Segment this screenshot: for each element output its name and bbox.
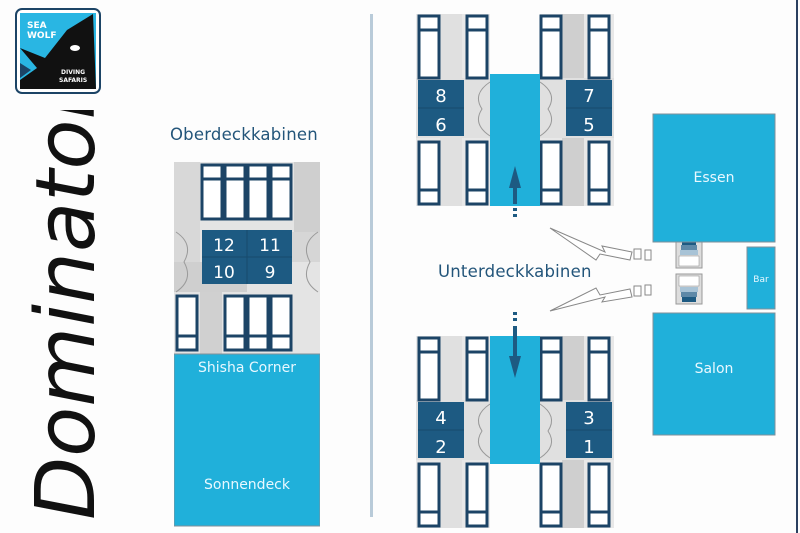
stairs-down-icon xyxy=(675,273,703,305)
cabin-3: 3 xyxy=(583,408,594,429)
logo-text-diving: DIVING xyxy=(61,69,85,76)
upper-berths-bottom xyxy=(175,294,293,352)
sun-deck-area xyxy=(174,353,320,527)
section-divider xyxy=(370,14,373,517)
salon-area xyxy=(652,312,776,436)
shisha-corner-label: Shisha Corner xyxy=(198,360,296,376)
arrow-up-icon xyxy=(509,166,521,217)
upper-deck-plan: 12 11 10 9 Shisha Corner Sonnendeck xyxy=(174,162,320,527)
cabin-11: 11 xyxy=(259,236,281,256)
cabin-5: 5 xyxy=(583,115,594,136)
bar-area xyxy=(746,246,776,310)
upper-berths-top xyxy=(200,163,293,221)
lower-deck-plan: 8 6 7 5 4 2 3 1 xyxy=(416,14,776,528)
pointer-arrow-icon xyxy=(549,227,652,312)
cabin-2: 2 xyxy=(435,437,446,458)
upper-deck-heading: Oberdeckkabinen xyxy=(170,125,318,144)
frame-edge xyxy=(796,0,798,533)
dining-label: Essen xyxy=(694,170,735,186)
salon-label: Salon xyxy=(695,361,734,377)
sea-wolf-logo-icon: SEA WOLF DIVING SAFARIS xyxy=(15,8,101,94)
cabin-4: 4 xyxy=(435,408,446,429)
lower-deck-heading: Unterdeckkabinen xyxy=(438,262,592,281)
sun-deck-label: Sonnendeck xyxy=(204,477,291,493)
boat-name-script: Dominator xyxy=(19,110,114,520)
cabin-7: 7 xyxy=(583,86,594,107)
logo-text-safaris: SAFARIS xyxy=(59,77,87,84)
dining-area xyxy=(652,113,776,243)
cabin-6: 6 xyxy=(435,115,446,136)
logo-text-wolf: WOLF xyxy=(27,31,56,41)
cabin-8: 8 xyxy=(435,86,446,107)
arrow-down-icon xyxy=(509,312,521,378)
lower-top-group: 8 6 7 5 xyxy=(416,14,614,217)
boat-name: Dominator xyxy=(19,110,114,520)
cabin-12: 12 xyxy=(213,236,235,256)
cabin-1: 1 xyxy=(583,437,594,458)
logo-text-sea: SEA xyxy=(27,21,47,31)
lower-bottom-group: 4 2 3 1 xyxy=(416,312,614,528)
cabin-10: 10 xyxy=(213,263,235,283)
cabin-9: 9 xyxy=(265,263,276,283)
bar-label: Bar xyxy=(753,275,769,285)
